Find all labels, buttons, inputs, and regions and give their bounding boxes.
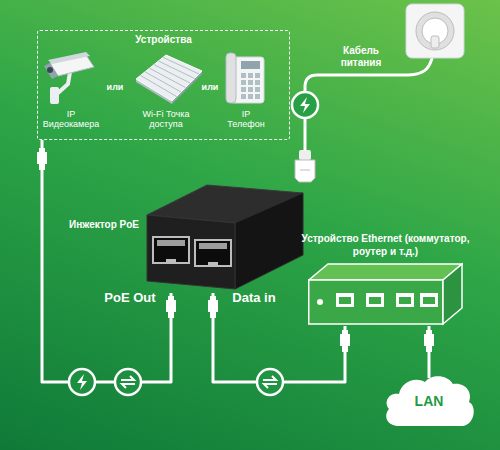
data-badge xyxy=(115,369,141,395)
device-picture xyxy=(136,55,202,104)
node-outline xyxy=(147,185,303,289)
devices-group: Устройства IP Видеокамера Wi-Fi Точка дост… xyxy=(37,30,290,140)
cloud-text: LAN xyxy=(415,393,444,409)
device-text: IP Видеокамера xyxy=(40,109,102,130)
ethernet-switch: Устройство Ethernet (коммутатор, роутер … xyxy=(308,262,463,326)
rj45-plug xyxy=(37,148,47,170)
rj45-plug xyxy=(340,330,350,352)
switch-text: Устройство Ethernet (коммутатор, роутер … xyxy=(301,233,471,258)
node-outline xyxy=(386,376,474,426)
group-text: Устройства xyxy=(38,34,289,46)
device-item: IP Видеокамера xyxy=(40,51,102,137)
rj45-plug xyxy=(166,296,176,318)
injector-text: Инжектор PoE xyxy=(0,219,139,230)
poe-injector: Инжектор PoE xyxy=(145,183,310,293)
device-text: IP Телефон xyxy=(224,109,268,130)
node-shape xyxy=(308,262,463,326)
device-picture xyxy=(44,52,94,104)
port-label: Data in xyxy=(224,290,284,306)
rj45-plug xyxy=(208,296,218,318)
label-slot: Кабель питания xyxy=(333,45,389,69)
device-icon xyxy=(126,51,206,107)
lan-cloud: LAN xyxy=(381,372,477,430)
power-outlet xyxy=(406,4,464,58)
data-badge xyxy=(257,369,283,395)
device-picture xyxy=(226,53,264,103)
power-badge xyxy=(292,92,318,118)
device-item: IP Телефон xyxy=(224,51,268,137)
power-plug xyxy=(295,150,315,182)
or-label: или xyxy=(198,82,222,93)
label-slot: или xyxy=(103,82,127,93)
node-outline xyxy=(309,264,462,324)
rj45-plug xyxy=(424,330,434,352)
device-icon xyxy=(40,51,102,107)
node-shape xyxy=(145,183,310,293)
power-badge xyxy=(69,369,95,395)
label-slot: Data in xyxy=(224,290,284,306)
cable-label: Кабель питания xyxy=(333,45,389,69)
label-slot: PoE Out xyxy=(100,290,160,306)
port-label: PoE Out xyxy=(100,290,160,306)
device-text: Wi-Fi Точка доступа xyxy=(126,109,206,130)
label-slot: или xyxy=(198,82,222,93)
or-label: или xyxy=(103,82,127,93)
device-icon xyxy=(224,51,268,107)
device-item: Wi-Fi Точка доступа xyxy=(126,51,206,137)
